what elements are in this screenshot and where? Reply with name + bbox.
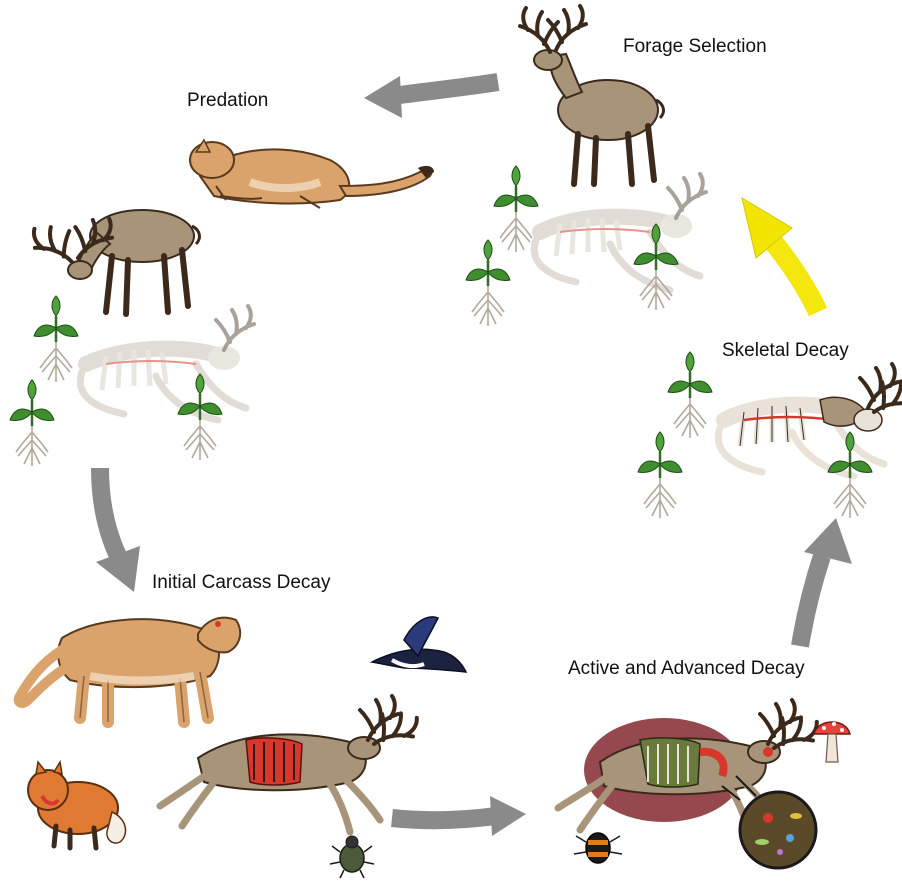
- skeleton-icon: [80, 306, 254, 420]
- seedling-icon: [494, 166, 538, 252]
- beetle-icon: [330, 836, 374, 878]
- seedling-icon: [10, 380, 54, 466]
- arrow-initial-to-active: [392, 796, 526, 836]
- seedling-icon: [34, 296, 78, 382]
- magpie-icon: [372, 617, 466, 672]
- seedling-icon: [828, 432, 872, 518]
- seedling-icon: [638, 432, 682, 518]
- fox-icon: [28, 762, 126, 848]
- seedling-icon: [466, 240, 510, 326]
- skeleton-icon: [718, 364, 902, 476]
- arrow-skeletal-to-forage: [742, 198, 818, 312]
- beetle-icon: [574, 833, 622, 863]
- arrow-active-to-skeletal: [800, 518, 852, 646]
- puma-icon: [19, 618, 240, 722]
- arrow-forage-to-predation: [364, 76, 498, 118]
- puma-icon: [190, 140, 434, 208]
- arrow-predation-to-initial: [96, 468, 140, 592]
- seedling-icon: [668, 352, 712, 438]
- mushroom-icon: [814, 722, 850, 762]
- carcass-icon: [160, 696, 422, 832]
- deer-icon: [520, 6, 663, 184]
- skeleton-icon: [534, 174, 706, 290]
